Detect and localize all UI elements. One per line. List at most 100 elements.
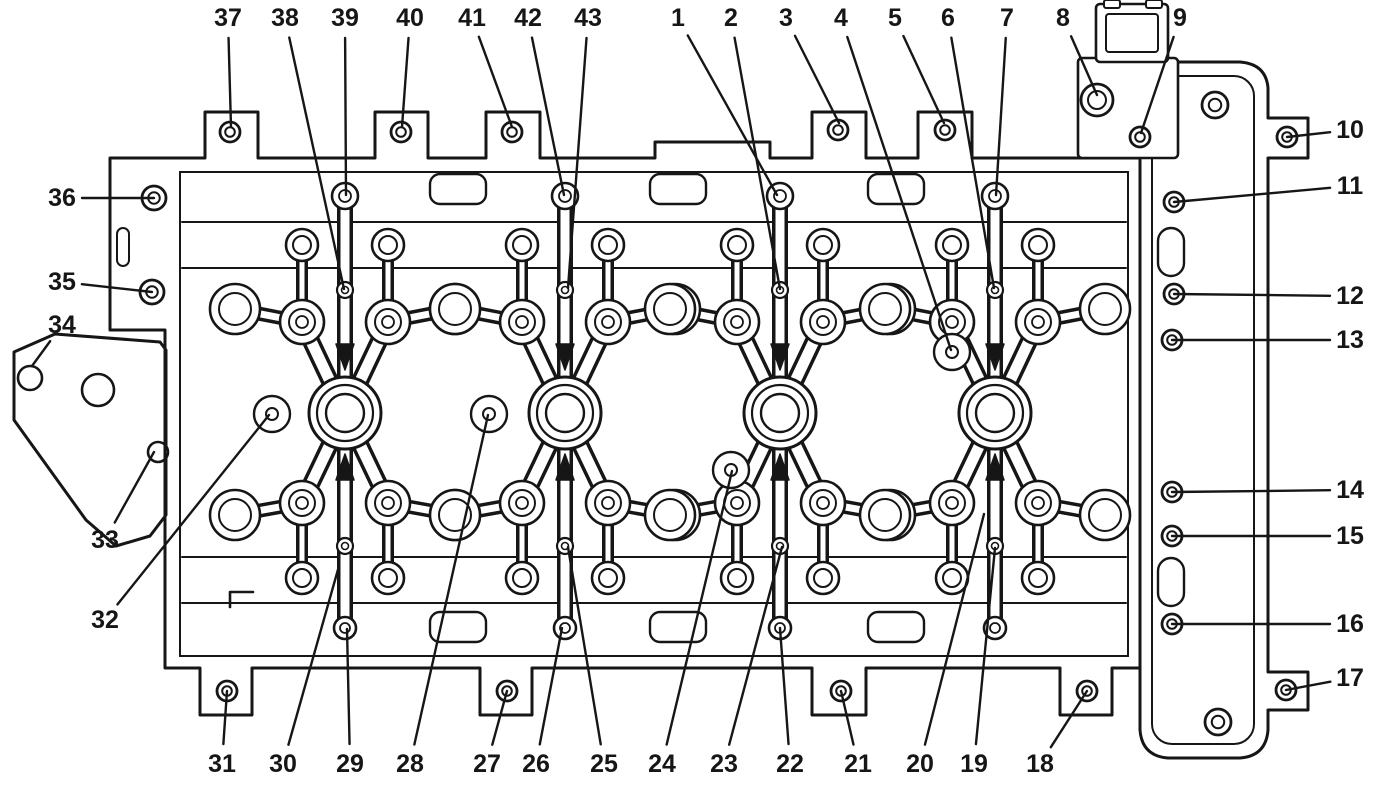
leader-line-3 — [793, 34, 841, 125]
valve-pad-bolt — [381, 496, 395, 510]
right-flange-outline — [1138, 60, 1310, 760]
spring-seat-inner — [942, 235, 962, 255]
triangle-cutout — [985, 343, 1005, 371]
spring-seat-inner — [727, 568, 747, 588]
leader-line-7 — [994, 36, 1007, 197]
leader-line-37 — [227, 36, 233, 129]
cap-bolt-inner — [988, 189, 1002, 203]
band-slot — [648, 172, 708, 206]
callout-40: 40 — [396, 4, 424, 32]
leader-line-21 — [839, 689, 855, 746]
spring-seat-inner — [813, 568, 833, 588]
leader-line-4 — [846, 35, 953, 352]
connector-tab — [1103, 0, 1121, 9]
valve-pad-bolt — [945, 315, 959, 329]
callout-21: 21 — [844, 750, 872, 778]
triangle-cutout — [985, 453, 1005, 481]
spring-seat-inner — [727, 235, 747, 255]
leader-line-10 — [1285, 131, 1332, 139]
connector-tab — [1145, 0, 1163, 9]
bore-circle-inner — [218, 498, 252, 532]
leader-line-25 — [566, 545, 602, 746]
spring-seat-inner — [512, 235, 532, 255]
perimeter-bolt-hole-inner — [832, 124, 844, 136]
orientation-mark — [228, 590, 255, 609]
band-slot — [866, 172, 926, 206]
leader-line-12 — [1172, 292, 1332, 297]
bore-circle-inner — [438, 292, 472, 326]
leader-line-39 — [343, 36, 348, 197]
flange-inner-contour — [1151, 75, 1255, 745]
valve-pad-bolt — [816, 315, 830, 329]
cam-journal-bore — [759, 392, 801, 434]
callout-34: 34 — [48, 311, 76, 339]
spring-seat-inner — [378, 568, 398, 588]
callout-24: 24 — [648, 750, 676, 778]
valve-pad-bolt — [381, 315, 395, 329]
dowel-hole — [945, 345, 959, 359]
spring-seat-inner — [1028, 568, 1048, 588]
triangle-cutout — [770, 453, 790, 481]
bore-circle-inner — [218, 292, 252, 326]
callout-6: 6 — [941, 4, 955, 32]
callout-37: 37 — [214, 4, 242, 32]
callout-18: 18 — [1026, 750, 1054, 778]
callout-36: 36 — [48, 184, 76, 212]
callout-13: 13 — [1336, 326, 1364, 354]
callout-31: 31 — [208, 750, 236, 778]
leader-line-18 — [1049, 689, 1089, 749]
callout-17: 17 — [1336, 664, 1364, 692]
valve-pad-bolt — [601, 315, 615, 329]
callout-29: 29 — [336, 750, 364, 778]
connector-inner — [1105, 13, 1159, 53]
cam-journal-bore — [544, 392, 586, 434]
triangle-cutout — [335, 453, 355, 481]
leader-line-11 — [1172, 186, 1332, 204]
spring-seat-inner — [598, 235, 618, 255]
triangle-cutout — [770, 343, 790, 371]
spring-seat-inner — [512, 568, 532, 588]
valve-pad-bolt — [730, 315, 744, 329]
cap-bolt-small-inner — [560, 285, 570, 295]
callout-9: 9 — [1173, 4, 1187, 32]
callout-39: 39 — [331, 4, 359, 32]
callout-16: 16 — [1336, 610, 1364, 638]
leader-line-31 — [222, 689, 229, 746]
callout-32: 32 — [91, 606, 119, 634]
bore-circle-inner — [653, 498, 687, 532]
spring-seat-inner — [1028, 235, 1048, 255]
leader-line-30 — [287, 564, 341, 746]
flange-slot-lower — [1156, 556, 1186, 608]
perimeter-bolt-hole-inner — [1207, 97, 1223, 113]
connector-bolt-inner — [1087, 90, 1107, 110]
leader-line-20 — [923, 512, 986, 746]
leader-line-32 — [116, 413, 271, 606]
leader-line-17 — [1284, 680, 1332, 692]
leader-line-38 — [288, 36, 346, 291]
callout-26: 26 — [522, 750, 550, 778]
band-slot — [428, 172, 488, 206]
leader-line-5 — [902, 34, 946, 125]
callout-41: 41 — [458, 4, 486, 32]
leader-line-1 — [686, 34, 779, 197]
callout-42: 42 — [514, 4, 542, 32]
cap-bolt-inner — [339, 622, 351, 634]
bore-circle-inner — [868, 498, 902, 532]
leader-line-24 — [665, 469, 734, 746]
callout-10: 10 — [1336, 116, 1364, 144]
leader-line-8 — [1069, 35, 1099, 97]
callout-15: 15 — [1336, 522, 1364, 550]
callout-1: 1 — [671, 4, 685, 32]
dowel-hole — [265, 407, 279, 421]
callout-25: 25 — [590, 750, 618, 778]
triangle-cutout — [335, 343, 355, 371]
leader-line-40 — [400, 36, 410, 129]
callout-27: 27 — [473, 750, 501, 778]
perimeter-bolt-hole-inner — [224, 126, 236, 138]
valve-pad-bolt — [1031, 315, 1045, 329]
band-slot — [428, 610, 488, 644]
leader-line-26 — [538, 626, 564, 746]
leader-line-28 — [413, 413, 490, 746]
